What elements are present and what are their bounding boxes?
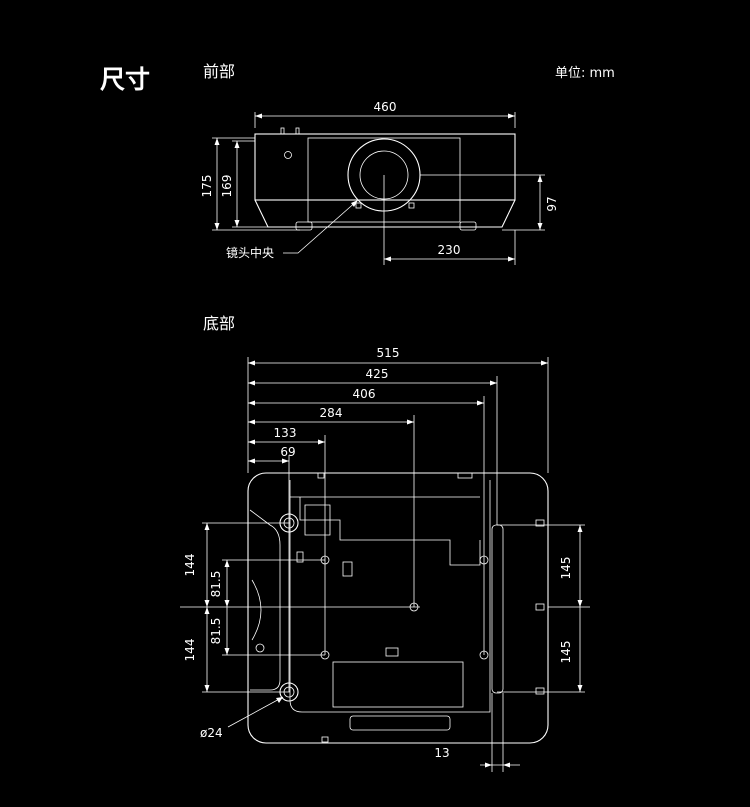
dim-diameter: ø24	[200, 726, 223, 740]
dim-69: 69	[280, 445, 295, 459]
bottom-mark	[342, 561, 353, 577]
front-top-tab	[295, 127, 300, 135]
dim-515: 515	[377, 346, 400, 360]
page-title: 尺寸	[100, 65, 151, 94]
dim-81-5-top: 81.5	[209, 571, 223, 598]
top-tab	[457, 472, 473, 479]
dim-425: 425	[366, 367, 389, 381]
front-sensor-icon	[284, 151, 292, 159]
top-tab	[317, 472, 325, 479]
front-foot-left	[295, 221, 313, 231]
right-tab	[535, 603, 545, 611]
left-side-hole	[255, 643, 265, 653]
bottom-section-label: 底部	[203, 314, 236, 333]
top-dims: 515 425 406 284 133 69	[248, 346, 548, 464]
bottom-body-outer	[247, 472, 549, 744]
front-lens-height-dim: 97	[545, 196, 559, 211]
front-mark	[355, 202, 362, 209]
bottom-handle	[349, 715, 451, 731]
front-foot-right	[459, 221, 477, 231]
dim-145-top: 145	[559, 557, 573, 580]
bottom-view: 515 425 406 284 133 69	[180, 346, 590, 772]
front-mark	[408, 202, 415, 209]
front-height-total-dim: 175	[200, 175, 214, 198]
left-side-curve	[251, 579, 262, 641]
dim-144-top: 144	[183, 554, 197, 577]
dim-81-5-bottom: 81.5	[209, 618, 223, 645]
bottom-recess-slot	[304, 504, 331, 536]
bottom-recess	[299, 497, 481, 566]
right-tab	[535, 519, 545, 527]
front-body-bottom	[254, 199, 516, 228]
front-top-tab	[280, 127, 285, 135]
front-section-label: 前部	[203, 62, 236, 81]
unit-label: 单位: mm	[555, 66, 615, 81]
dim-145-bottom: 145	[559, 641, 573, 664]
bottom-mark	[296, 551, 304, 563]
front-view: 460 175 169 97 230 镜头中央	[200, 100, 559, 265]
dim-406: 406	[353, 387, 376, 401]
bottom-mark	[385, 647, 399, 657]
front-width-dim: 460	[374, 100, 397, 114]
bottom-filter	[332, 661, 464, 708]
front-body-top	[254, 133, 516, 201]
left-dims: 144 144 81.5 81.5	[180, 522, 420, 693]
front-lens-offset-dim: 230	[438, 243, 461, 257]
left-side-panel	[249, 509, 281, 691]
dim-133: 133	[274, 426, 297, 440]
right-tab	[535, 687, 545, 695]
dim-13: 13	[434, 746, 449, 760]
dim-284: 284	[320, 406, 343, 420]
dim-144-bottom: 144	[183, 639, 197, 662]
lens-center-label: 镜头中央	[226, 245, 274, 260]
bottom-body-inner	[289, 480, 491, 713]
right-dims: 145 145	[497, 524, 590, 693]
right-rail	[491, 524, 504, 694]
front-height-body-dim: 169	[220, 175, 234, 198]
bottom-tab	[321, 736, 329, 743]
